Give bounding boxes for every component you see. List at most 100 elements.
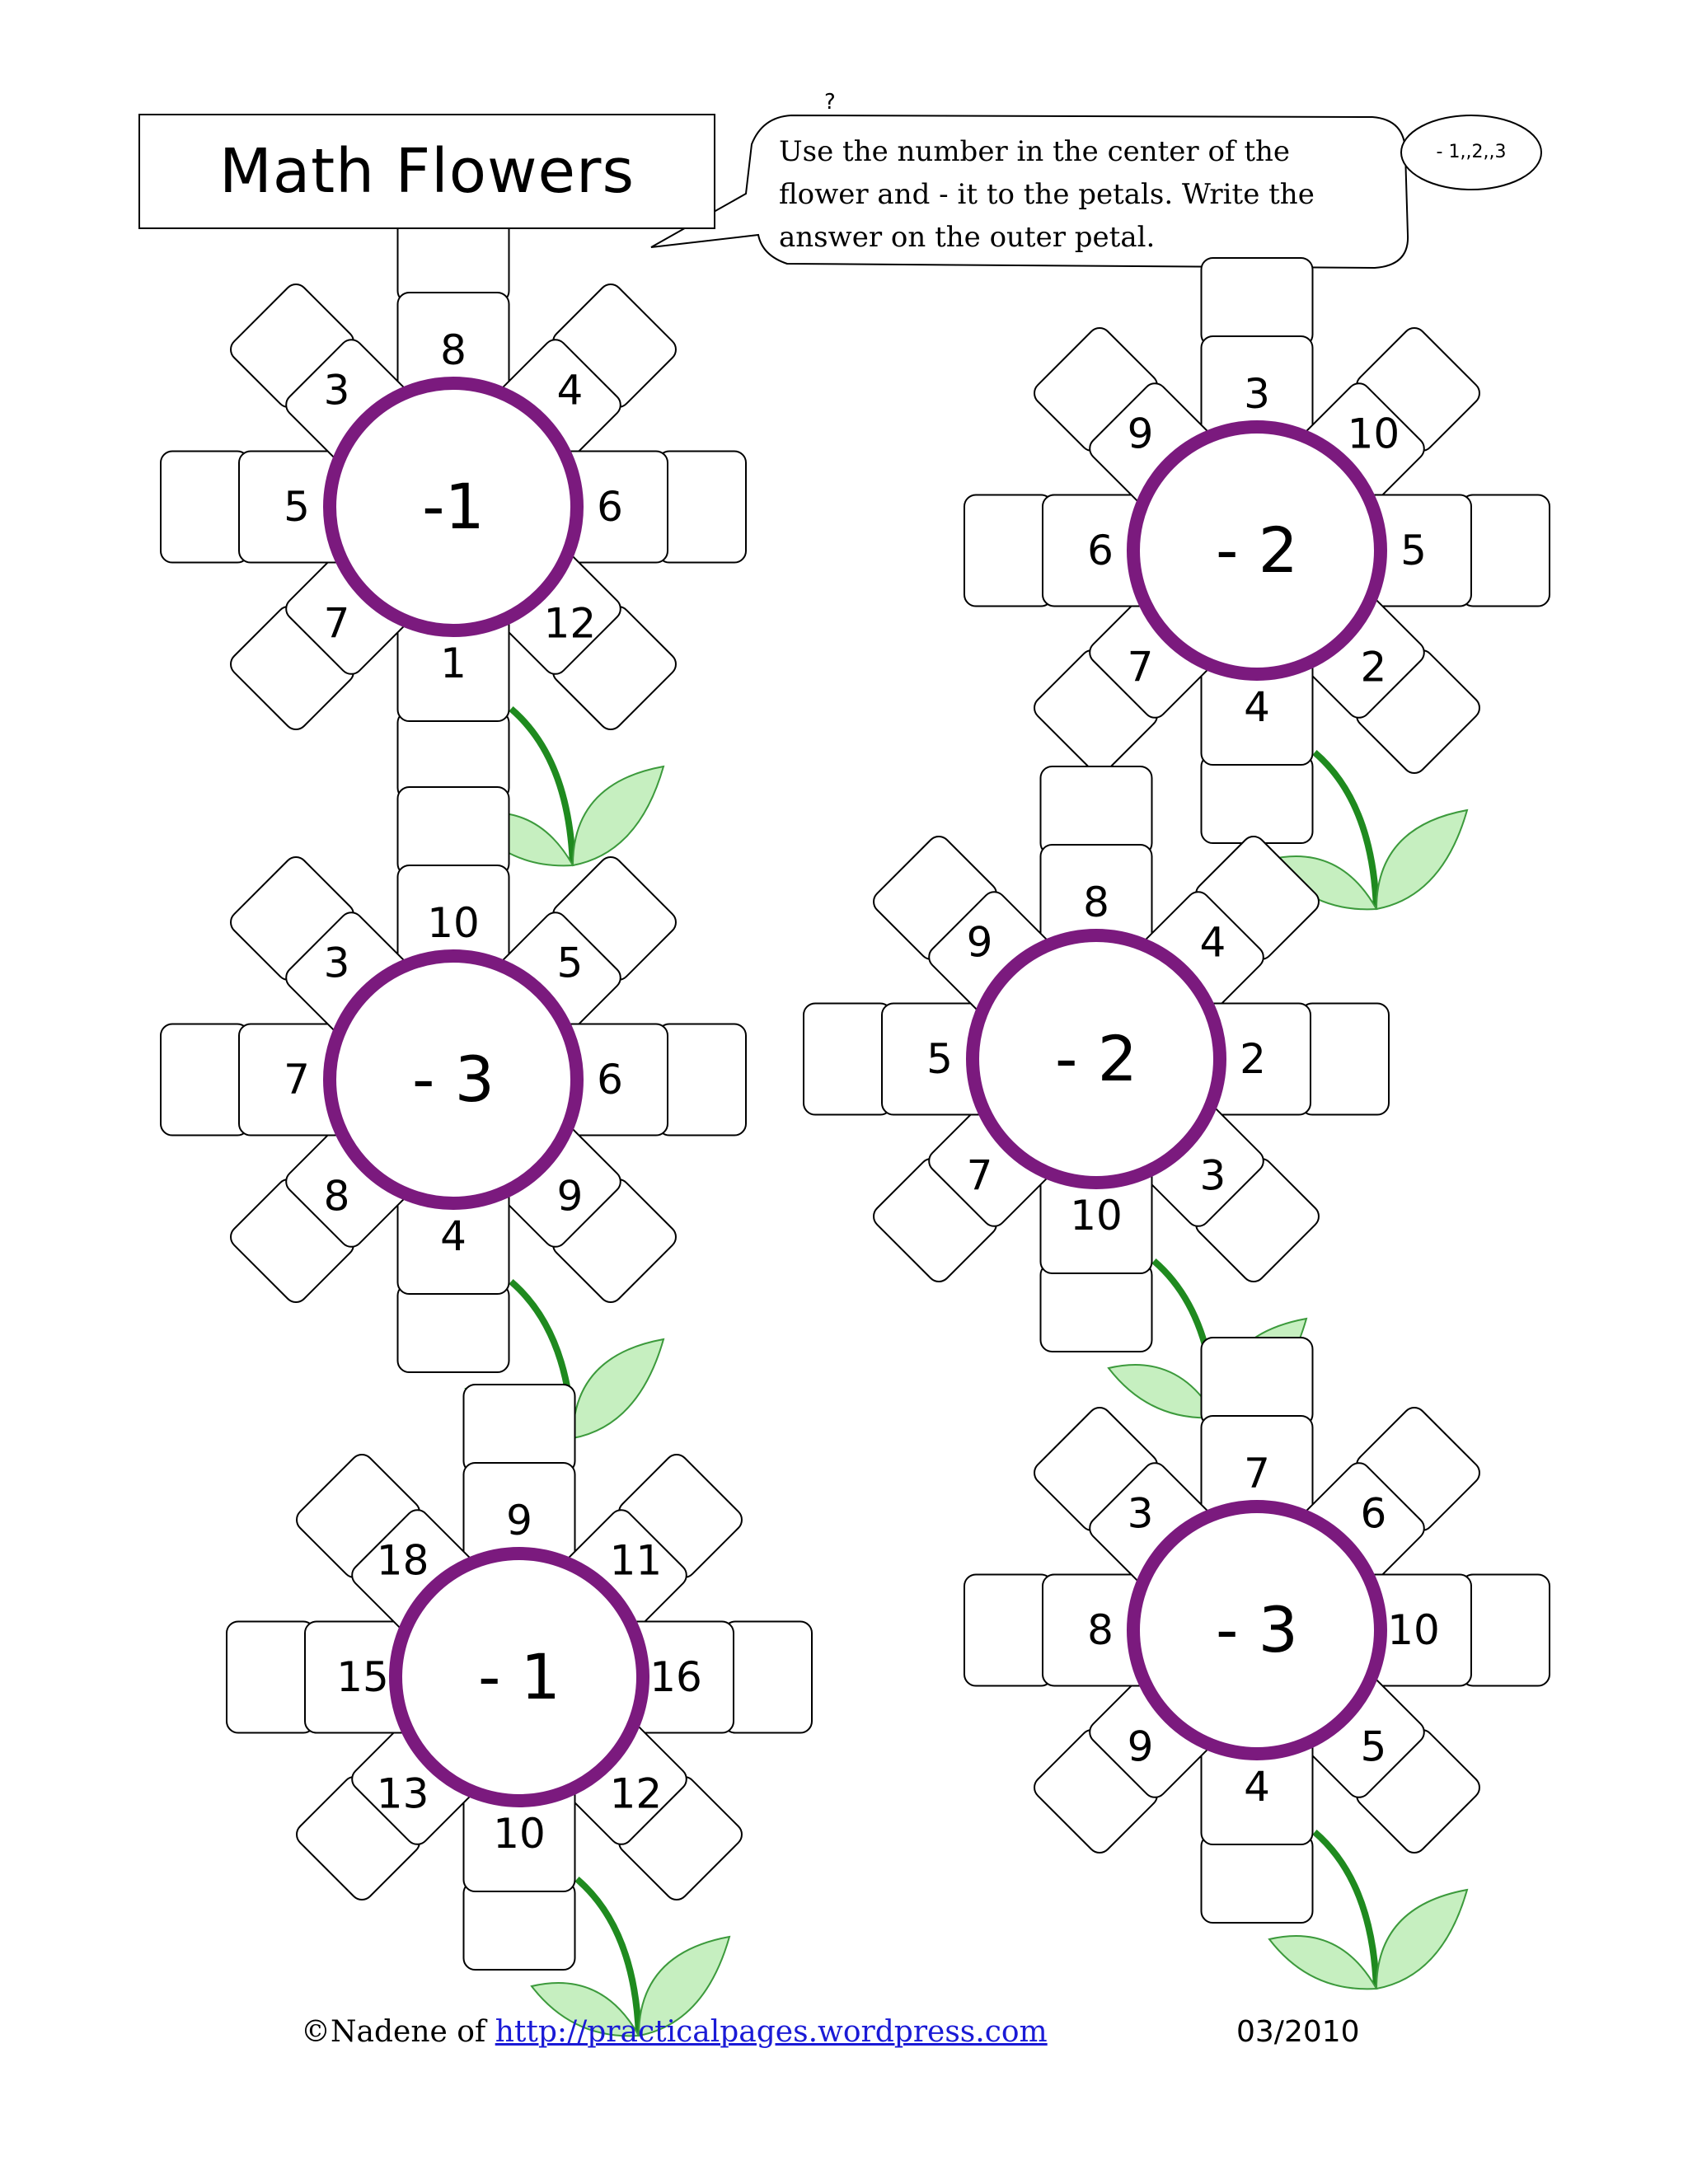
speech-bubble [650, 114, 1542, 269]
petal-number: 1 [440, 640, 467, 687]
petal-number: 7 [967, 1151, 993, 1199]
petal-number: 9 [967, 919, 993, 967]
petal-number: 9 [506, 1497, 532, 1544]
petal-number: 5 [284, 483, 310, 531]
petal-number: 18 [377, 1537, 429, 1585]
petal-number: 5 [557, 940, 584, 987]
outer-petal[interactable] [723, 1620, 813, 1734]
outer-petal[interactable] [964, 1573, 1053, 1687]
petal-number: 4 [1244, 683, 1270, 731]
outer-petal[interactable] [1200, 1834, 1314, 1924]
flower-center-ring [966, 929, 1226, 1189]
petal-number: 10 [1348, 410, 1400, 458]
outer-petal[interactable] [1039, 1263, 1153, 1352]
footer-date: 03/2010 [1236, 2015, 1360, 2049]
flower-center-ring [323, 949, 584, 1210]
outer-petal[interactable] [160, 450, 250, 564]
petal-number: 2 [1361, 643, 1387, 691]
stem [1312, 1829, 1380, 1990]
petal-number: 5 [1400, 527, 1427, 574]
outer-petal[interactable] [657, 450, 747, 564]
flower: - 3 10 5 6 9 4 8 7 3 [160, 786, 747, 1440]
outer-petal[interactable] [1461, 494, 1550, 607]
outer-petal[interactable] [1200, 754, 1314, 844]
petal-number: 3 [1244, 370, 1270, 418]
petal-number: 4 [440, 1212, 467, 1260]
petal-number: 10 [493, 1810, 546, 1858]
petal-number: 4 [1200, 919, 1226, 967]
instructions-text: Use the number in the center of the flow… [779, 135, 1315, 254]
outer-petal[interactable] [462, 1384, 576, 1474]
petal-number: 5 [1361, 1722, 1387, 1770]
outer-petal[interactable] [803, 1002, 893, 1116]
outer-petal[interactable] [160, 1023, 250, 1137]
flower-center-number: - 2 [1055, 1022, 1137, 1095]
outer-petal[interactable] [462, 1881, 576, 1971]
flower: - 2 3 10 5 2 4 7 6 9 [964, 257, 1550, 911]
flower-center-ring [389, 1547, 649, 1807]
flower-center-number: -1 [422, 470, 485, 543]
leaf [637, 1935, 731, 2037]
petal-number: 12 [544, 599, 597, 647]
petal-number: 6 [597, 1056, 623, 1104]
flower-center-number: - 3 [412, 1043, 495, 1116]
leaf [571, 765, 665, 867]
petal-number: 7 [1244, 1450, 1270, 1497]
petal-number: 9 [1128, 410, 1154, 458]
outer-petal[interactable] [396, 710, 510, 800]
flower-center-ring [1127, 1500, 1387, 1760]
petal-number: 6 [597, 483, 623, 531]
stem [574, 1876, 642, 2036]
outer-petal[interactable] [657, 1023, 747, 1137]
petal-number: 10 [427, 899, 480, 947]
stem [509, 705, 576, 866]
worksheet-title: Math Flowers [138, 114, 715, 229]
flower-center-ring [1127, 420, 1387, 681]
footer-credit: ©Nadene of http://practicalpages.wordpre… [301, 2015, 1048, 2049]
outer-petal[interactable] [1200, 257, 1314, 347]
outer-petal[interactable] [1200, 1337, 1314, 1427]
petal-number: 10 [1070, 1192, 1123, 1240]
leaf [1268, 1935, 1378, 1990]
leaf [530, 1982, 640, 2037]
leaf [1107, 1364, 1217, 1419]
petal-number: 9 [557, 1172, 584, 1220]
petal-number: 3 [324, 367, 350, 415]
petal-number: 4 [1244, 1763, 1270, 1811]
petal-number: 8 [1087, 1606, 1114, 1654]
flower-center-number: - 3 [1216, 1593, 1298, 1666]
flowers-layer: -1 8 4 6 12 1 7 5 3 - 2 3 10 5 2 4 7 6 9 - 3 10 5 6 9 4 8 7 3 - 2 8 4… [160, 213, 1550, 2037]
petal-number: 16 [649, 1653, 702, 1701]
flower-center-number: - 2 [1216, 513, 1298, 587]
petal-number: 7 [284, 1056, 310, 1104]
petal-number: 3 [324, 940, 350, 987]
outer-petal[interactable] [396, 786, 510, 876]
outer-petal[interactable] [1300, 1002, 1390, 1116]
petal-number: 10 [1387, 1606, 1440, 1654]
petal-number: 15 [336, 1653, 389, 1701]
outer-petal[interactable] [396, 1283, 510, 1373]
bubble-question-mark: ? [824, 90, 836, 115]
petal-number: 8 [324, 1172, 350, 1220]
leaf [1375, 1888, 1469, 1990]
outer-petal[interactable] [1461, 1573, 1550, 1687]
outer-petal[interactable] [226, 1620, 316, 1734]
footer-link[interactable]: http://practicalpages.wordpress.com [495, 2015, 1048, 2049]
petal-number: 6 [1087, 527, 1114, 574]
operation-tag: - 1,,2,,3 [1436, 142, 1507, 162]
outer-petal[interactable] [1039, 766, 1153, 855]
petal-number: 9 [1128, 1722, 1154, 1770]
petal-number: 5 [926, 1035, 953, 1083]
petal-number: 2 [1240, 1035, 1266, 1083]
petal-number: 8 [1083, 879, 1109, 926]
petal-number: 8 [440, 326, 467, 374]
petal-number: 12 [610, 1769, 663, 1817]
leaf [1375, 808, 1469, 911]
petal-number: 7 [1128, 643, 1154, 691]
petal-number: 13 [377, 1769, 429, 1817]
outer-petal[interactable] [964, 494, 1053, 607]
